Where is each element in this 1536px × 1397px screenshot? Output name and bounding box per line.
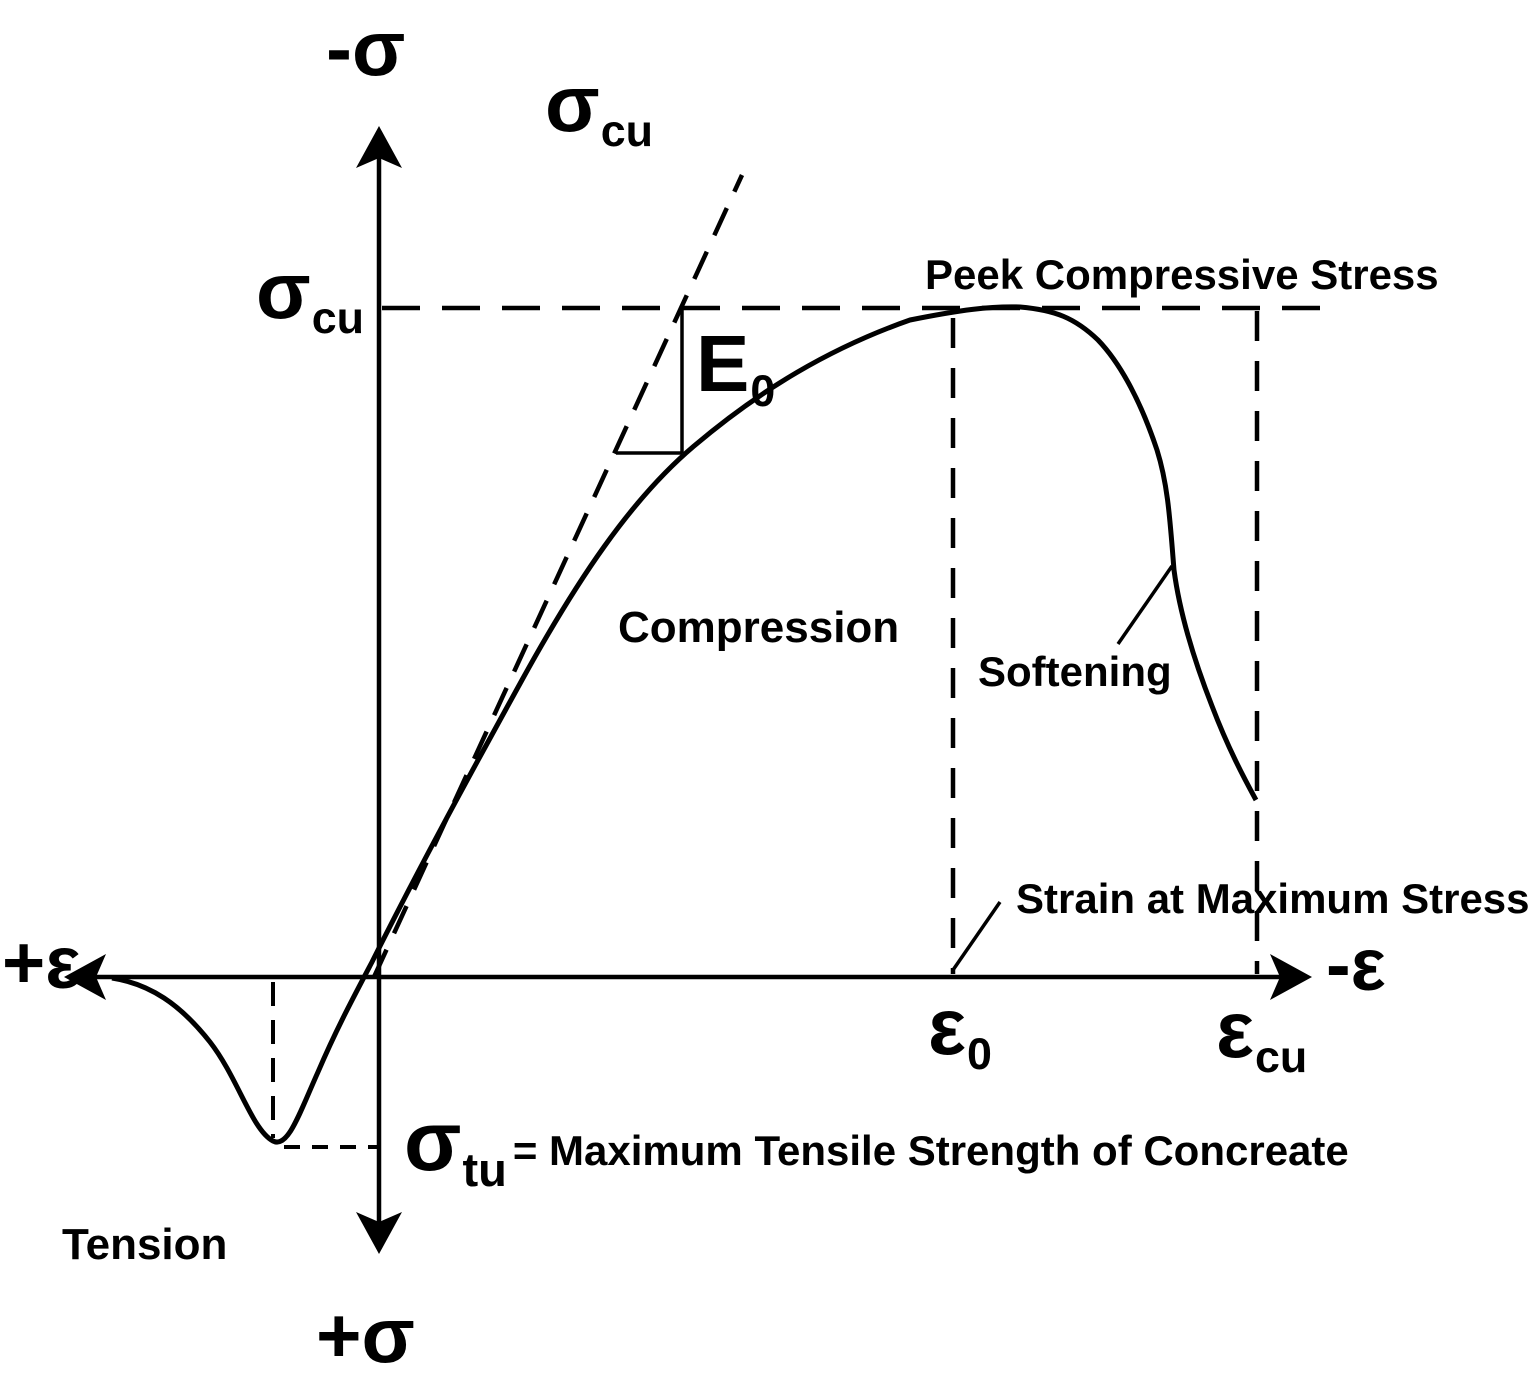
- x-axis-positive-label: +ε: [2, 921, 81, 1004]
- x-axis-negative-label: -ε: [1326, 923, 1386, 1006]
- sigma-cu-tangent-sub: cu: [600, 106, 654, 157]
- epsilon-0-label: ε0: [928, 987, 992, 1077]
- e0-sub: 0: [750, 366, 776, 417]
- sigma-tu-main: σ: [404, 1094, 462, 1188]
- epsilon-cu-main: ε: [1216, 985, 1254, 1074]
- y-axis-positive-label: +σ: [316, 1291, 415, 1379]
- epsilon-cu-label: εcu: [1216, 990, 1307, 1080]
- sigma-cu-tangent-label: σcu: [545, 64, 653, 154]
- e0-label: E0: [696, 324, 775, 414]
- tension-region-label: Tension: [62, 1220, 228, 1269]
- strain-at-maximum-stress-label: Strain at Maximum Stress: [1016, 875, 1530, 922]
- epsilon-0-main: ε: [928, 982, 966, 1071]
- x-axis-right-arrow-icon: [1270, 954, 1312, 1000]
- sigma-tu-label: σtu= Maximum Tensile Strength of Concrea…: [404, 1099, 1349, 1193]
- y-axis-bottom-arrow-icon: [356, 1212, 402, 1254]
- strain-at-max-callout-line: [951, 901, 1002, 971]
- epsilon-0-sub: 0: [966, 1029, 992, 1080]
- peak-compressive-stress-label: Peek Compressive Stress: [925, 251, 1439, 298]
- softening-callout-line: [1116, 565, 1174, 645]
- y-axis-negative-label: -σ: [326, 4, 406, 92]
- sigma-tu-sub: tu: [462, 1142, 507, 1196]
- sigma-cu-tangent-main: σ: [545, 59, 600, 148]
- e0-main: E: [696, 319, 750, 408]
- softening-label: Softening: [978, 648, 1172, 695]
- x-axis-left-arrow-icon: [64, 954, 106, 1000]
- sigma-tu-definition: = Maximum Tensile Strength of Concreate: [512, 1126, 1349, 1174]
- stress-strain-curve: [111, 304, 1259, 1145]
- y-axis-top-arrow-icon: [356, 126, 402, 168]
- compression-region-label: Compression: [618, 603, 900, 652]
- initial-tangent-dashed-line: [371, 174, 745, 978]
- sigma-cu-axis-main: σ: [256, 246, 311, 335]
- sigma-cu-axis-label: σcu: [256, 251, 364, 341]
- epsilon-cu-sub: cu: [1254, 1032, 1308, 1083]
- sigma-cu-axis-sub: cu: [311, 293, 365, 344]
